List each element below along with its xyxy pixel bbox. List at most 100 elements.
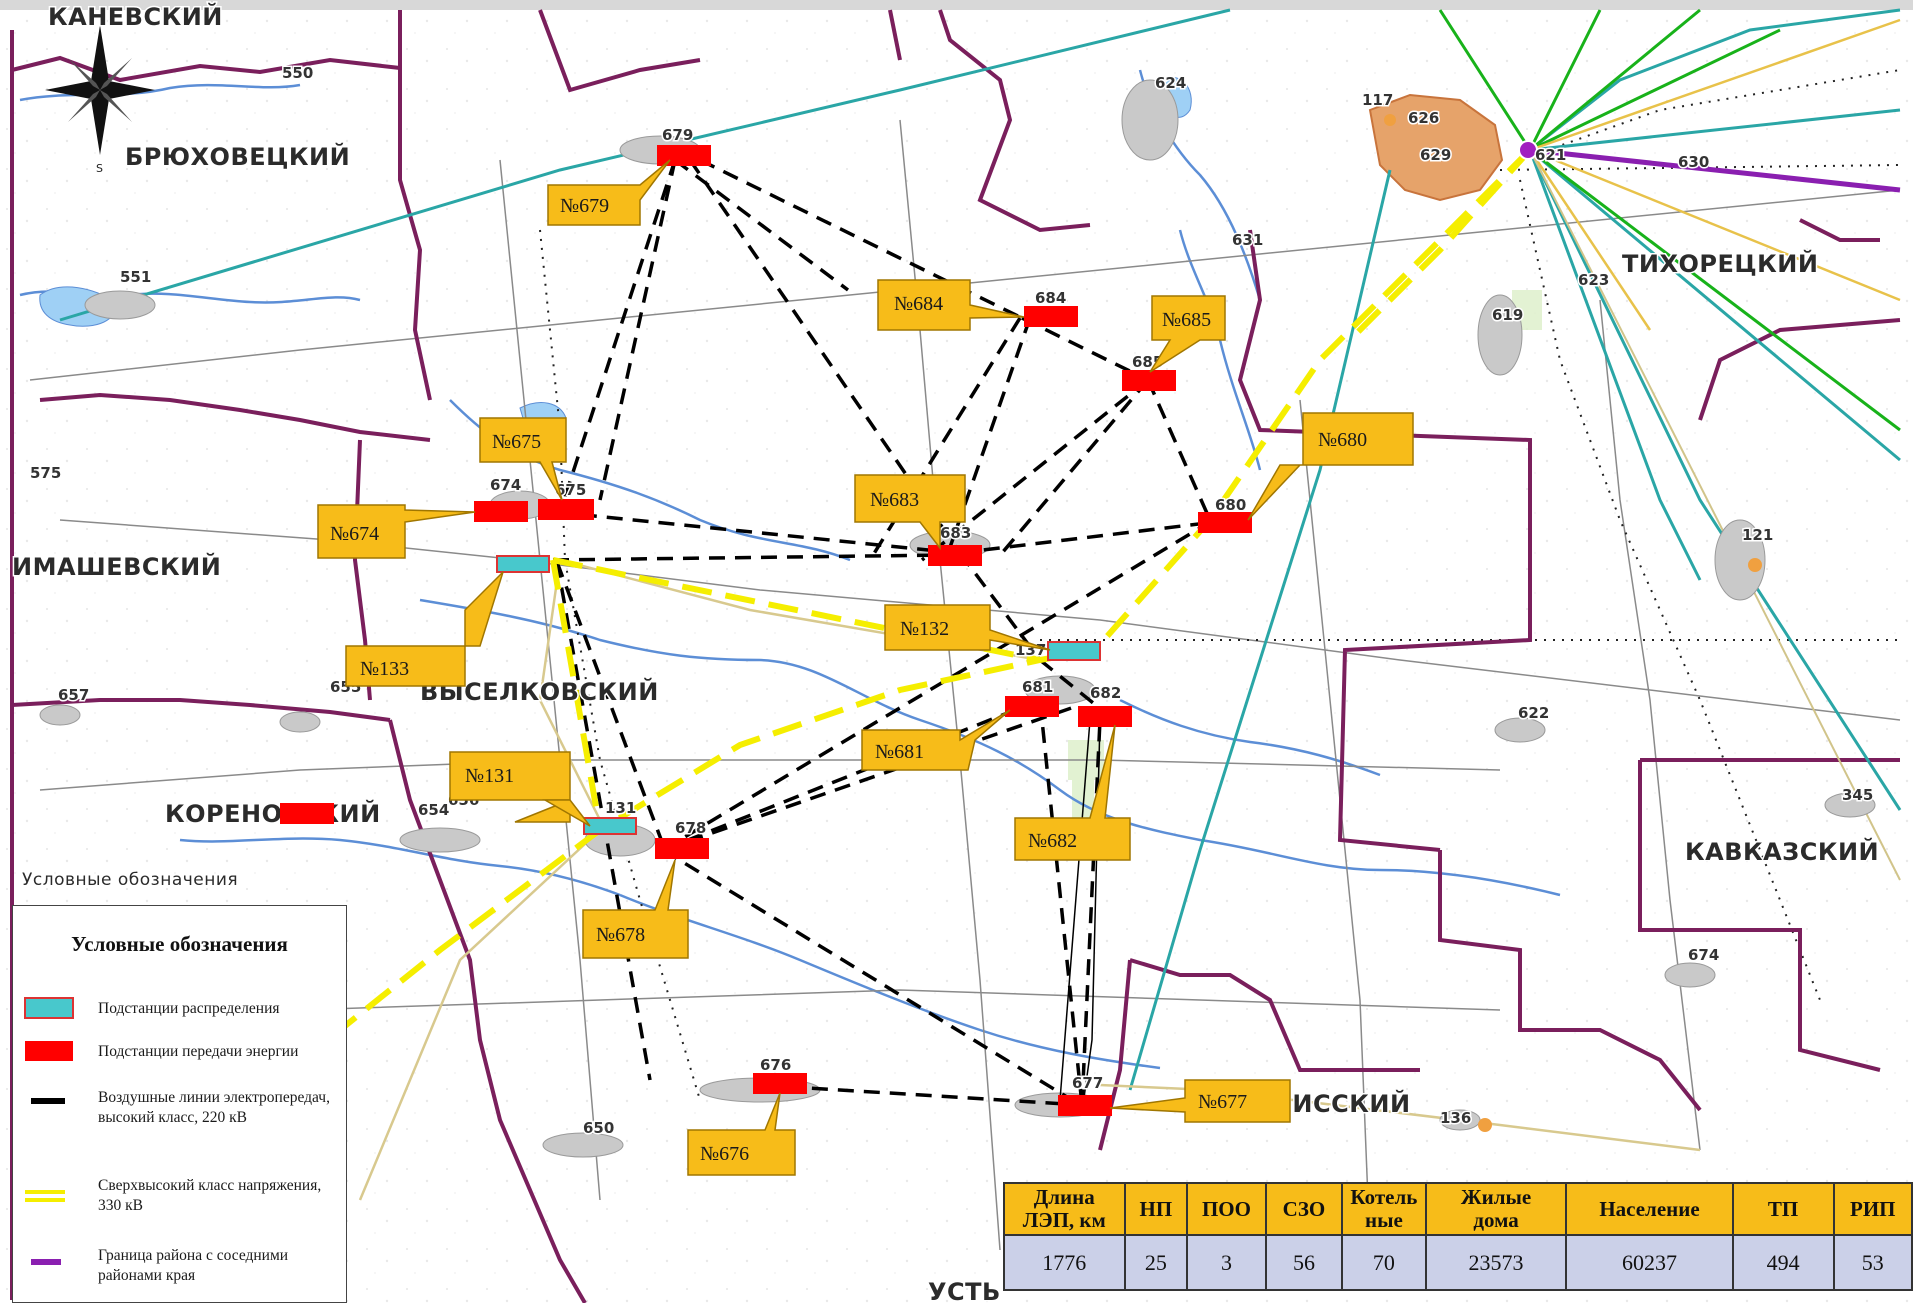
tikhoretsk-city-area — [1368, 93, 1504, 202]
callout-684-label: №684 — [894, 293, 943, 315]
settlement-number-label: 629 — [1420, 146, 1451, 164]
callout-678-label: №678 — [596, 924, 645, 946]
substation-121-node — [1748, 558, 1762, 572]
district-label: ВЫСЕЛКОВСКИЙ — [420, 677, 659, 706]
callout-131-label: №131 — [465, 765, 514, 787]
stats-value-rip: 53 — [1832, 1234, 1913, 1291]
callout-679[interactable]: №679 — [547, 159, 671, 226]
substation-683[interactable] — [928, 545, 982, 566]
settlement-number-label: 622 — [1518, 704, 1549, 722]
callout-674-label: №674 — [330, 523, 379, 545]
callout-682-label: №682 — [1028, 830, 1077, 852]
district-borders — [10, 9, 1901, 1303]
callout-133[interactable]: №133 — [345, 571, 504, 687]
callout-675-label: №675 — [492, 431, 541, 453]
callout-685[interactable]: №685 — [1149, 295, 1226, 373]
settlement-number-label: 623 — [1578, 271, 1609, 289]
legend-cyan-box-icon — [24, 997, 74, 1019]
callout-676-label: №676 — [700, 1143, 749, 1165]
settlement-number-label: 682 — [1090, 684, 1121, 702]
substation-676[interactable] — [753, 1073, 807, 1094]
stats-value-poo: 3 — [1186, 1234, 1267, 1291]
callout-677[interactable]: №677 — [1109, 1079, 1291, 1123]
stats-header-tp: ТП — [1731, 1182, 1835, 1236]
substation-682[interactable] — [1078, 706, 1132, 727]
settlement-number-label: 136 — [1440, 1109, 1471, 1127]
stats-value-tp: 494 — [1731, 1234, 1835, 1291]
callout-680-label: №680 — [1318, 429, 1367, 451]
transmission-substations — [280, 145, 1252, 1116]
substation-680[interactable] — [1198, 512, 1252, 533]
district-label: УСТЬ — [928, 1278, 1001, 1303]
legend-item-label: Граница района с соседними районами края — [98, 1247, 289, 1284]
settlement-number-label: 657 — [58, 686, 89, 704]
callout-677-label: №677 — [1198, 1091, 1247, 1113]
substation-133[interactable] — [496, 555, 550, 573]
substation-132[interactable] — [1047, 641, 1101, 661]
substation-674[interactable] — [474, 501, 528, 522]
stats-value-houses: 23573 — [1424, 1234, 1568, 1291]
settlement-number-label: 621 — [1535, 146, 1566, 164]
legend: Условные обозначения Подстанции распреде… — [12, 905, 347, 1303]
settlement-number-label: 654 — [418, 801, 449, 819]
stats-header-np: НП — [1123, 1182, 1189, 1236]
external-lines — [59, 8, 1902, 1201]
substation-679[interactable] — [657, 145, 711, 166]
substation-677[interactable] — [1058, 1095, 1112, 1116]
legend-purple-line-icon — [31, 1259, 61, 1265]
settlement-number-label: 675 — [555, 481, 586, 499]
substation-681[interactable] — [1005, 696, 1059, 717]
substation-678[interactable] — [655, 838, 709, 859]
settlement-number-label: 678 — [675, 819, 706, 837]
callout-682[interactable]: №682 — [1014, 724, 1131, 861]
callout-681[interactable]: №681 — [861, 709, 1011, 771]
substation-685[interactable] — [1122, 370, 1176, 391]
callouts: №679 №684 №685 №675 №674 №683 №680 №132 — [317, 159, 1414, 1176]
stats-value-population: 60237 — [1565, 1234, 1734, 1291]
substation-675[interactable] — [538, 499, 594, 520]
substation-684[interactable] — [1024, 306, 1078, 327]
settlement-number-label: 650 — [583, 1119, 614, 1137]
settlement-number-label: 575 — [30, 464, 61, 482]
substation-131[interactable] — [583, 817, 637, 835]
callout-132-label: №132 — [900, 618, 949, 640]
stats-values-row: 1776 25 3 56 70 23573 60237 494 53 — [1003, 1234, 1913, 1291]
callout-678[interactable]: №678 — [582, 859, 689, 959]
callout-684[interactable]: №684 — [877, 279, 1025, 331]
stats-value-szo: 56 — [1264, 1234, 1344, 1291]
district-label: ЛИССКИЙ — [1272, 1089, 1411, 1118]
legend-item-label: Подстанции передачи энергии — [98, 1043, 299, 1060]
substation-136-node — [1478, 1118, 1492, 1132]
legend-title: Условные обозначения — [71, 932, 288, 956]
callout-685-label: №685 — [1162, 309, 1211, 331]
legend-red-box-icon — [25, 1041, 73, 1061]
callout-132[interactable]: №132 — [884, 604, 1051, 651]
callout-676[interactable]: №676 — [687, 1092, 796, 1176]
settlement-number-label: 630 — [1678, 153, 1709, 171]
substation-117-node — [1384, 114, 1396, 126]
callout-675[interactable]: №675 — [479, 417, 567, 501]
settlement-number-label: 683 — [940, 524, 971, 542]
compass-south-label: S — [96, 162, 103, 175]
substation-koreno[interactable] — [280, 803, 334, 824]
callout-131[interactable]: №131 — [449, 751, 591, 827]
district-label: КОРЕНОВСКИЙ — [165, 799, 381, 828]
settlement-number-label: 626 — [1408, 109, 1439, 127]
callout-683[interactable]: №683 — [854, 474, 966, 551]
map-top-strip — [0, 0, 1913, 10]
callout-680[interactable]: №680 — [1247, 412, 1414, 521]
district-label: КАВКАЗСКИЙ — [1685, 837, 1879, 866]
district-label: ТИХОРЕЦКИЙ — [1622, 249, 1818, 278]
compass-rose: S — [45, 25, 155, 175]
legend-yellow-line-icon — [25, 1190, 65, 1202]
stats-header-rip: РИП — [1832, 1182, 1913, 1236]
legend-item-label: Подстанции распределения — [98, 1000, 280, 1017]
settlement-number-label: 131 — [605, 799, 636, 817]
distribution-substations — [496, 555, 1101, 835]
callout-674[interactable]: №674 — [317, 504, 476, 559]
stats-value-boilers: 70 — [1341, 1234, 1427, 1291]
substation-621-node — [1518, 140, 1538, 160]
